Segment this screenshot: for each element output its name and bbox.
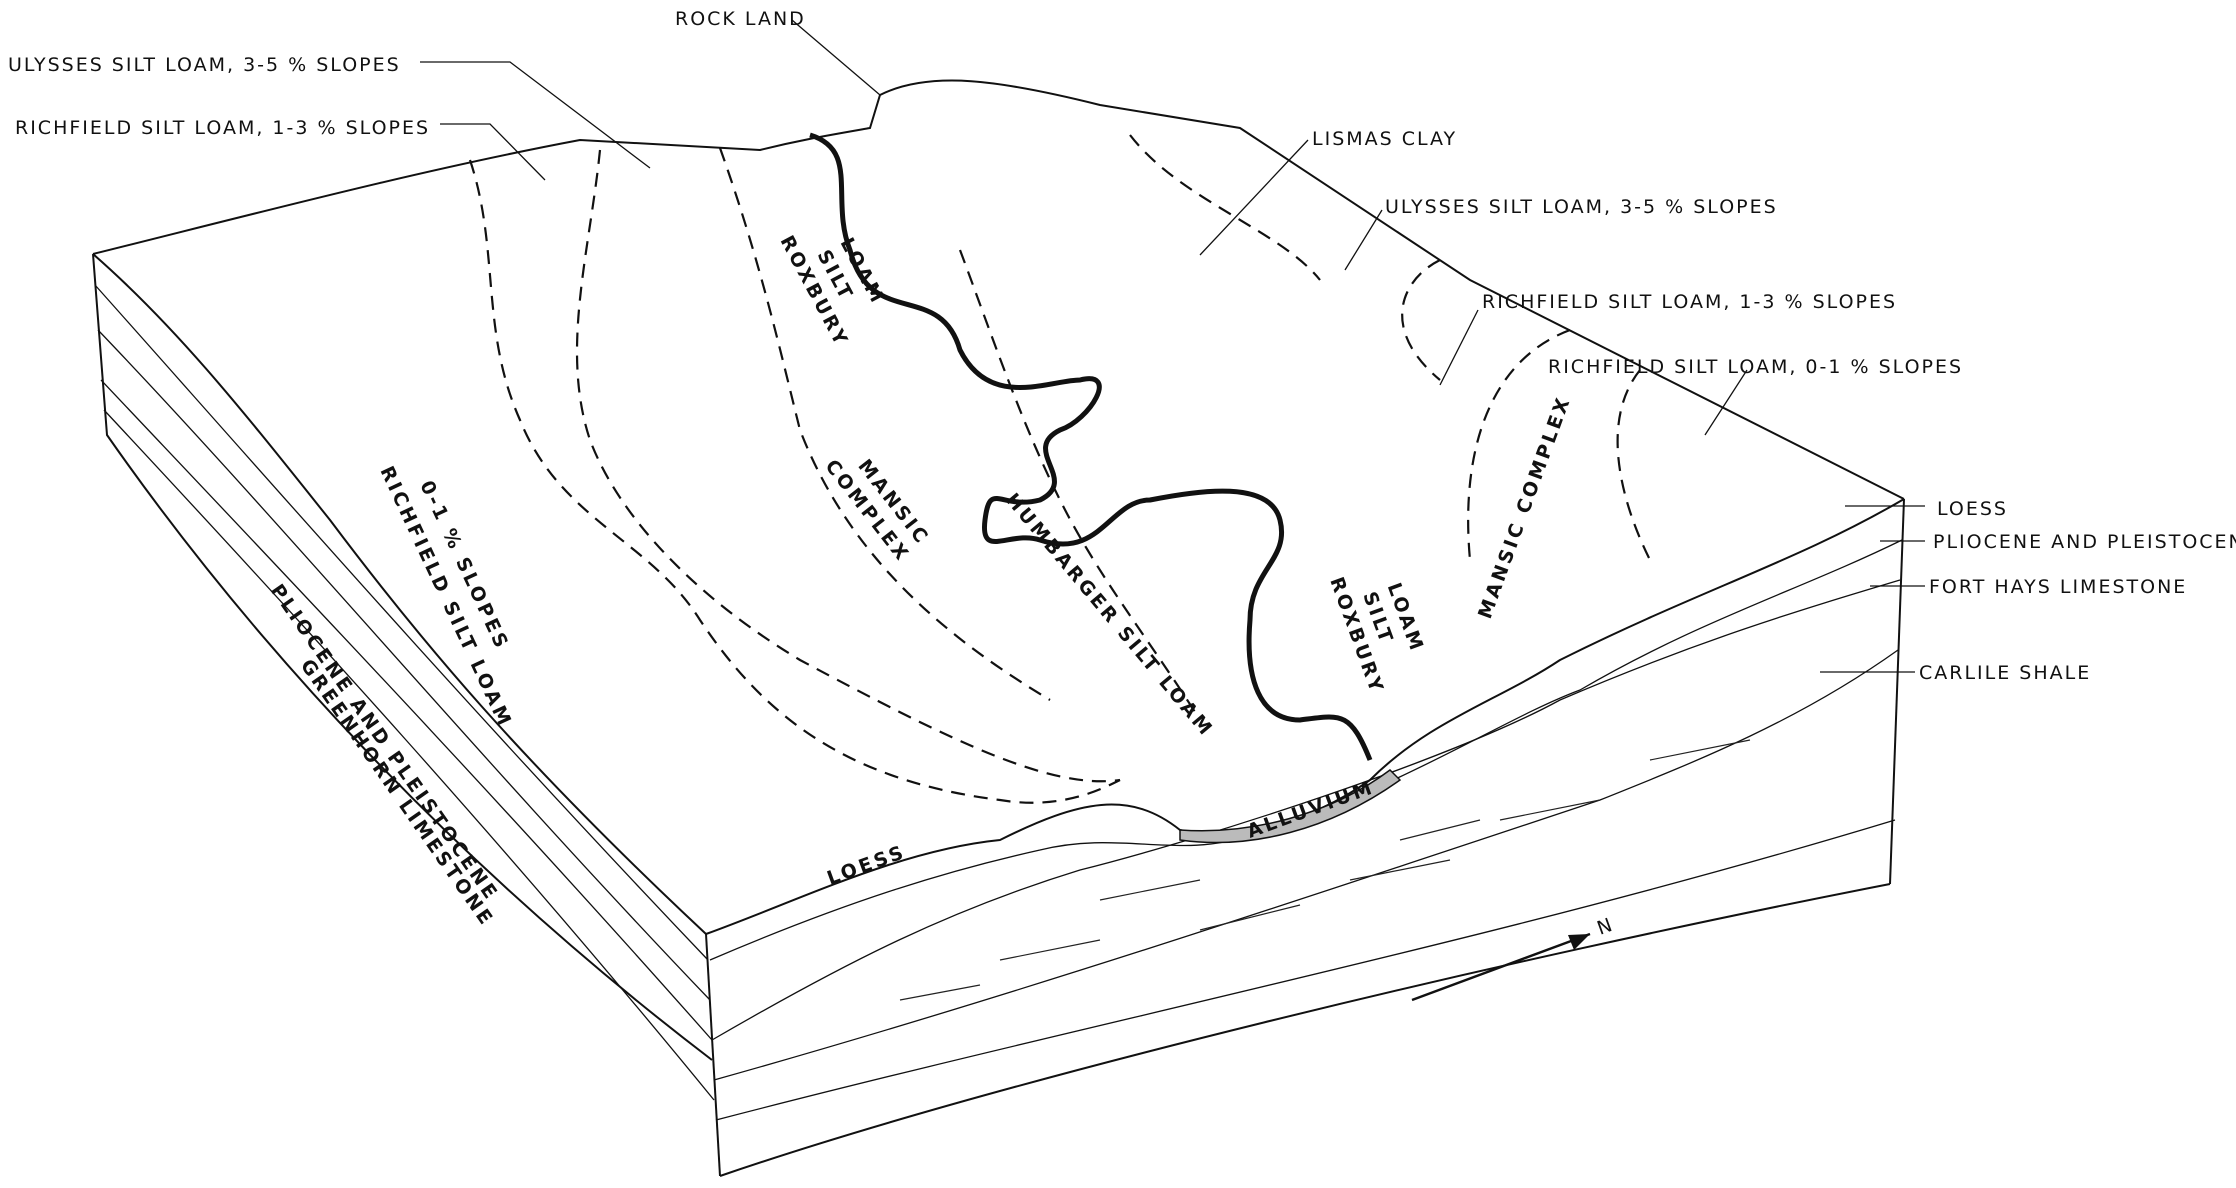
right-face-strata (709, 539, 1903, 1121)
label-roxbury-right: ROXBURY SILT LOAM (1325, 574, 1428, 697)
north-label: N (1594, 913, 1617, 939)
block-outline (92, 79, 1905, 1177)
soil-boundaries (468, 134, 1651, 804)
label-mansic-left: MANSIC COMPLEX (821, 455, 934, 566)
north-arrow: N (1411, 913, 1617, 1002)
strata-carlile: CARLILE SHALE (1919, 662, 2091, 684)
strata-loess: LOESS (1937, 498, 2008, 520)
callout-rock-land: ROCK LAND (675, 8, 806, 30)
callout-richfield-0-1-right: RICHFIELD SILT LOAM, 0-1 % SLOPES (1548, 356, 1963, 378)
callout-ulysses-left: ULYSSES SILT LOAM, 3-5 % SLOPES (8, 54, 401, 76)
stream (809, 132, 1373, 761)
callout-richfield-1-3-right: RICHFIELD SILT LOAM, 1-3 % SLOPES (1482, 291, 1897, 313)
label-richfield-0-1-left: RICHFIELD SILT LOAM 0-1 % SLOPES (375, 463, 516, 732)
callout-leaders (420, 19, 1925, 673)
callout-lismas-clay: LISMAS CLAY (1312, 128, 1457, 150)
left-face-strata (94, 284, 715, 1101)
callout-ulysses-right: ULYSSES SILT LOAM, 3-5 % SLOPES (1385, 196, 1778, 218)
label-greenhorn: GREENHORN LIMESTONE (296, 655, 498, 931)
callout-richfield-1-3-left: RICHFIELD SILT LOAM, 1-3 % SLOPES (15, 117, 430, 139)
label-loess-front: LOESS (824, 841, 909, 890)
label-alluvium: ALLUVIUM (1244, 776, 1377, 842)
label-humbarger: HUMBARGER SILT LOAM (1001, 489, 1218, 741)
label-mansic-right: MANSIC COMPLEX (1474, 393, 1575, 622)
label-roxbury-left: ROXBURY SILT LOAM (776, 232, 890, 351)
strata-pliocene: PLIOCENE AND PLEISTOCENE (1933, 531, 2236, 553)
strata-fort-hays: FORT HAYS LIMESTONE (1929, 576, 2187, 598)
